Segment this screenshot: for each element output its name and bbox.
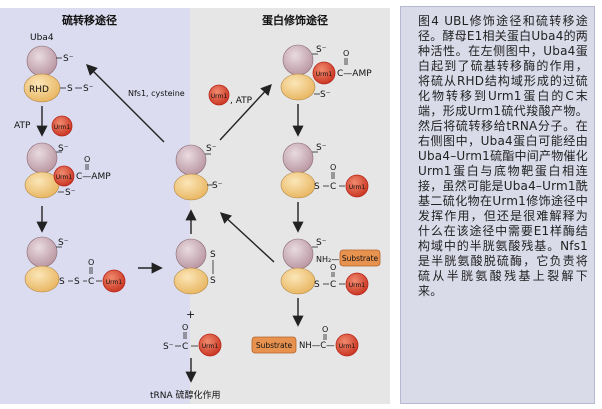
arrow: [219, 83, 272, 141]
s-label: S: [314, 280, 320, 290]
urm1-badge: [345, 272, 369, 296]
urm1-badge: [51, 115, 73, 137]
uba4-rhd-domain: [280, 73, 316, 101]
uba4-rhd-domain: [280, 267, 316, 295]
substrate-box: [251, 336, 297, 354]
uba4-domain-top: [175, 144, 207, 176]
amp-label: C—AMP: [76, 172, 111, 182]
uba4-domain-top: [282, 142, 314, 174]
caption-box: [400, 6, 595, 404]
urm1-label: Urm1: [202, 343, 219, 350]
plus-sign: +: [186, 308, 195, 321]
s-label: S: [74, 277, 80, 287]
s-label: S: [210, 250, 216, 260]
s-minus-label: S⁻: [320, 90, 331, 100]
atp-label: , ATP: [230, 96, 253, 106]
urm1-label: Urm1: [339, 343, 356, 350]
s-minus-label: S⁻: [58, 144, 69, 154]
left-panel-title: 硫转移途径: [62, 13, 117, 27]
oxygen-label: O: [182, 323, 188, 332]
urm1-label: Urm1: [106, 279, 123, 286]
uba4-domain-top: [26, 45, 58, 77]
urm1-badge: [102, 269, 126, 293]
oxygen-label: O: [88, 258, 94, 267]
s-minus-label: S⁻: [65, 188, 76, 198]
oxygen-label: O: [322, 325, 328, 334]
uba4-rhd-domain: [24, 265, 60, 293]
trna-thiolation-label: tRNA 硫醇化作用: [150, 389, 221, 401]
oxygen-label: O: [330, 163, 336, 172]
substrate-box: [339, 249, 381, 267]
urm1-label: Urm1: [349, 282, 366, 289]
uba4-rhd-domain: [173, 267, 209, 295]
s-label: S: [314, 182, 320, 192]
urm1-label: Urm1: [316, 71, 333, 78]
uba4-domain-top: [26, 142, 58, 174]
urm1-badge: [312, 61, 336, 85]
nh-c-label: NH—C—: [299, 341, 335, 351]
right-panel-title: 蛋白修饰途径: [262, 13, 328, 27]
figure-caption: 图4 UBL修饰途径和硫转移途径。酵母E1相关蛋白Uba4的两种活性。在左侧图中…: [418, 14, 588, 298]
c-label: C: [182, 342, 188, 352]
s-minus-label: S⁻: [316, 238, 327, 248]
s-minus-label: S⁻: [212, 181, 223, 191]
s-minus-label: S⁻: [83, 84, 94, 94]
s-minus-label: S⁻: [316, 45, 327, 55]
c-label: C: [330, 182, 336, 192]
s-minus-label: S⁻: [58, 238, 69, 248]
urm1-label: Urm1: [349, 184, 366, 191]
uba4-domain-top: [26, 236, 58, 268]
rhd-label: RHD: [29, 85, 49, 95]
urm1-badge: [345, 174, 369, 198]
urm1-label: Urm1: [211, 93, 228, 100]
urm1-badge: [335, 333, 359, 357]
substrate-label: Substrate: [256, 341, 293, 350]
atp-label: ATP: [14, 121, 31, 131]
c-label: C: [330, 280, 336, 290]
arrow: [86, 64, 165, 143]
oxygen-label: O: [343, 49, 349, 58]
substrate-label: Substrate: [342, 254, 379, 263]
nfs1-label: Nfs1, cysteine: [128, 89, 185, 98]
uba4-domain-top: [175, 238, 207, 270]
arrow: [219, 212, 275, 263]
urm1-label: Urm1: [54, 124, 71, 131]
uba4-domain-top: [282, 238, 314, 270]
uba4-rhd-domain: [173, 173, 209, 201]
c-label: C: [88, 277, 94, 287]
uba4-domain-top: [282, 44, 314, 76]
uba4-label: Uba4: [30, 33, 54, 43]
urm1-label: Urm1: [56, 174, 73, 181]
s-minus-label: S⁻: [206, 144, 217, 154]
s-minus-label: S⁻: [316, 143, 327, 153]
nh2-label: NH₂—: [316, 255, 339, 264]
s-label: S: [210, 276, 216, 286]
amp-label: C—AMP: [337, 69, 372, 79]
s-minus-label: S⁻: [163, 342, 174, 352]
urm1-badge: [198, 333, 222, 357]
s-label: S: [67, 84, 73, 94]
uba4-rhd-domain: [280, 171, 316, 199]
urm1-badge: [53, 165, 75, 187]
oxygen-label: O: [84, 155, 90, 164]
s-minus-label: S⁻: [63, 54, 74, 64]
s-label: S: [59, 277, 65, 287]
oxygen-label: O: [330, 263, 336, 272]
urm1-badge: [208, 84, 230, 106]
